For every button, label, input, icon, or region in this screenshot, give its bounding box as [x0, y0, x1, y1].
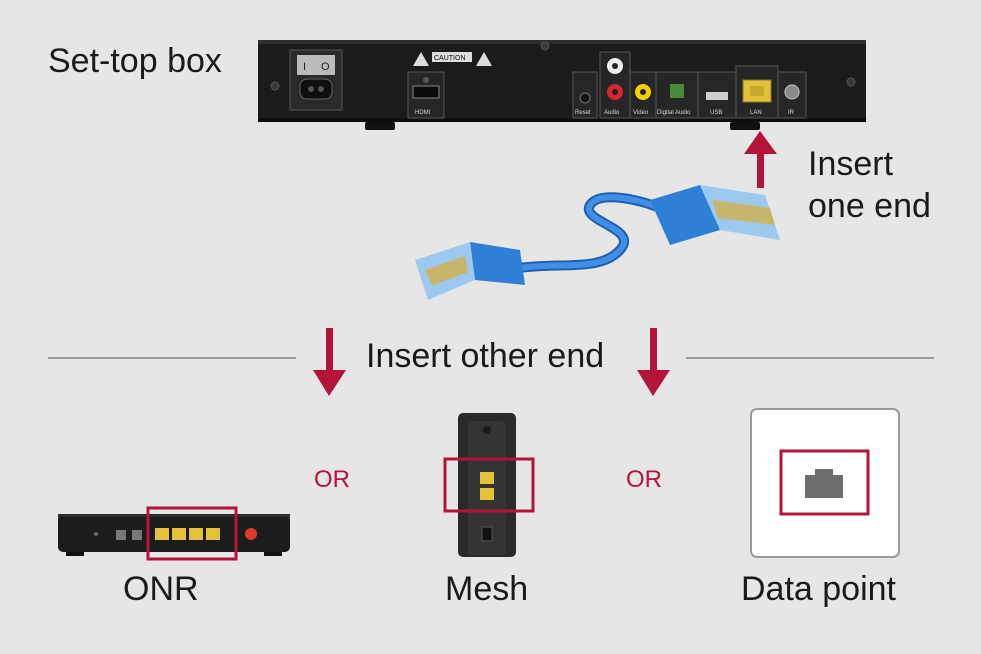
- onr-device: [58, 514, 290, 556]
- svg-text:IR: IR: [788, 110, 795, 116]
- ethernet-cable-icon: [415, 185, 780, 300]
- svg-text:Reset: Reset: [575, 110, 591, 116]
- insert-one-end-line2: one end: [808, 187, 931, 225]
- svg-text:LAN: LAN: [750, 110, 762, 116]
- data-point-wall-plate: [750, 408, 900, 558]
- onr-highlight-box: [146, 506, 238, 561]
- ethernet-port-icon: [805, 469, 843, 498]
- ir-port: IR: [777, 71, 807, 119]
- video-port: Video: [629, 71, 657, 119]
- svg-text:I: I: [303, 61, 306, 73]
- mesh-label: Mesh: [445, 570, 529, 608]
- svg-text:Audio: Audio: [604, 110, 620, 116]
- up-arrow-icon: [744, 131, 777, 188]
- svg-text:Video: Video: [633, 110, 649, 116]
- insert-other-end-label: Insert other end: [366, 337, 605, 375]
- svg-text:USB: USB: [710, 110, 722, 116]
- svg-text:CAUTION: CAUTION: [434, 55, 466, 62]
- digital-audio-port: Digital Audio: [655, 71, 699, 119]
- or-label-right: OR: [626, 466, 662, 493]
- hdmi-port: HDMI: [407, 71, 445, 119]
- reset-button: Reset: [572, 71, 598, 119]
- power-panel: I O: [289, 49, 343, 111]
- down-arrow-right-icon: [637, 328, 670, 396]
- svg-text:Digital Audio: Digital Audio: [657, 110, 691, 116]
- audio-ports: Audio: [599, 51, 631, 119]
- data-point-highlight-box: [779, 449, 870, 516]
- onr-label: ONR: [123, 570, 199, 608]
- usb-port: USB: [697, 71, 737, 119]
- svg-text:O: O: [321, 61, 330, 73]
- set-top-box-label: Set-top box: [48, 42, 222, 80]
- lan-port: LAN: [735, 65, 779, 119]
- insert-one-end-line1: Insert: [808, 145, 894, 183]
- or-label-left: OR: [314, 466, 350, 493]
- set-top-box: I O CAUTION HDMI Reset: [258, 40, 866, 130]
- mesh-device: [458, 413, 516, 557]
- mesh-highlight-box: [443, 457, 535, 513]
- down-arrow-left-icon: [313, 328, 346, 396]
- data-point-label: Data point: [741, 570, 896, 608]
- caution-label: CAUTION: [413, 52, 492, 66]
- svg-text:HDMI: HDMI: [415, 110, 431, 116]
